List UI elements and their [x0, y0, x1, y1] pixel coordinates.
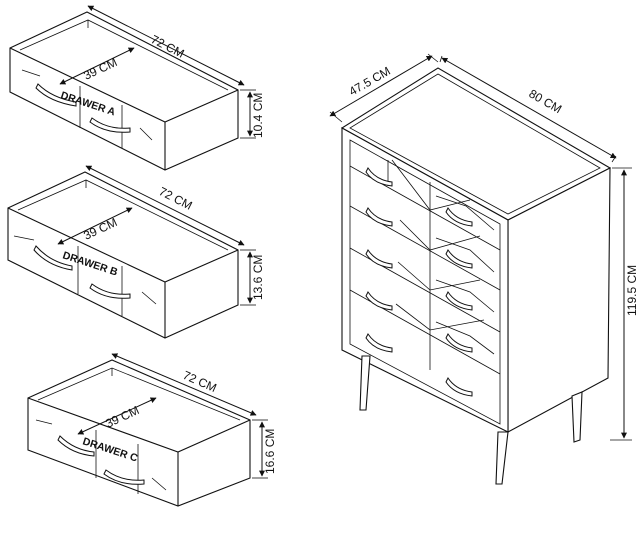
cabinet-height-label: 119.5 CM	[625, 265, 639, 316]
drawer-b: 72 CM 39 CM DRAWER B 13.6 CM	[7, 165, 265, 339]
drawer-a-height-label: 10.4 CM	[251, 93, 265, 138]
drawer-c-name-label: DRAWER C	[81, 435, 139, 464]
drawer-b-width-label: 72 CM	[157, 184, 195, 213]
cabinet-width-label: 80 CM	[527, 86, 565, 116]
drawer-c: 72 CM 39 CM DRAWER C 16.6 CM	[27, 353, 277, 507]
drawer-a: 72 CM 39 CM DRAWER A 10.4 CM	[9, 5, 265, 171]
drawer-c-height-label: 16.6 CM	[263, 429, 277, 474]
drawer-b-name-label: DRAWER B	[61, 249, 119, 278]
drawer-b-height-label: 13.6 CM	[251, 255, 265, 300]
drawer-a-width-label: 72 CM	[149, 32, 187, 61]
chest-of-drawers: 47.5 CM 80 CM 119.5 CM	[329, 53, 639, 485]
cabinet-depth-label: 47.5 CM	[347, 64, 393, 99]
drawer-a-depth-label: 39 CM	[81, 55, 119, 83]
drawer-c-depth-label: 39 CM	[103, 403, 141, 431]
drawer-b-depth-label: 39 CM	[81, 215, 119, 243]
